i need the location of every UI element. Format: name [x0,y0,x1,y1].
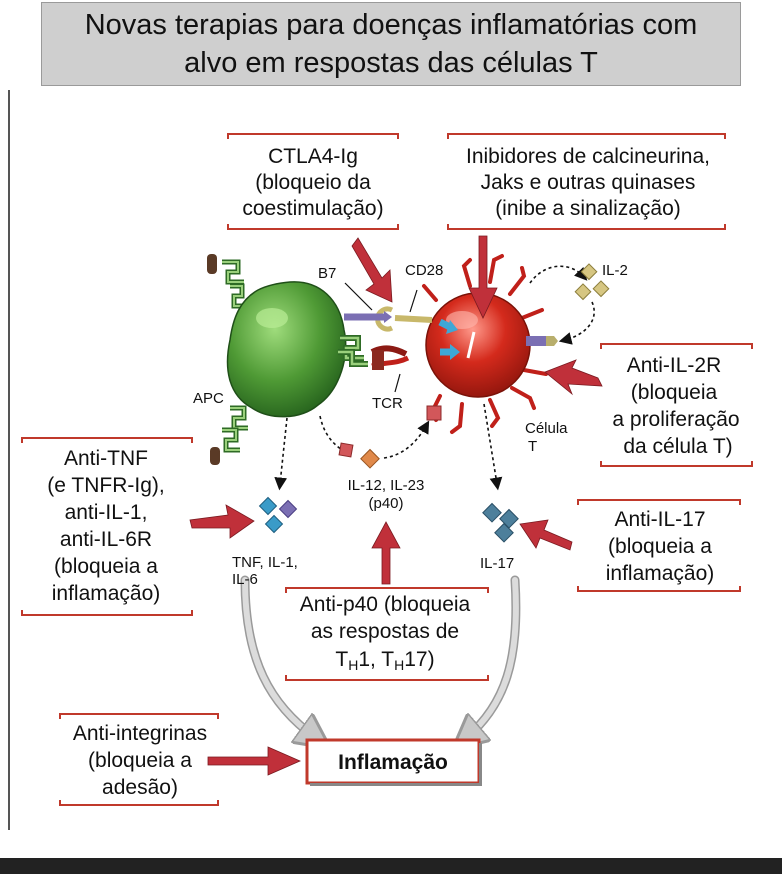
apc-receptor-top [207,254,250,309]
cell-t-label-1: Célula [525,420,568,437]
red-arrows [189,235,603,776]
tnf-cytokines [258,496,298,534]
grey-arrows [240,575,521,738]
il12-cytokines [338,405,442,469]
ctla4-line-2: (bloqueio da [255,171,371,194]
t-cell-spikes [422,254,548,434]
anti-tnf-line-6: inflamação) [52,582,161,605]
apc-label: APC [193,390,224,407]
anti-il2r-line-4: da célula T) [623,435,732,458]
ctla4-line-3: coestimulação) [242,197,383,220]
anti-il2r-line-3: a proliferação [612,408,739,431]
anti-integrin-box: Anti-integrinas (bloqueia a adesão) [59,713,219,806]
anti-il2r-arrow [544,359,603,396]
apc-receptor-bottom [210,405,248,465]
t-cell: TCR Célula T [370,254,568,455]
mhc-complex [338,335,368,367]
anti-integrin-line-3: adesão) [102,776,178,799]
bottom-bar [0,858,782,874]
cell-t-label-2: T [528,438,537,455]
title-line-1: Novas terapias para doenças inflamatória… [84,9,698,41]
anti-tnf-line-5: (bloqueia a [54,555,158,578]
il2-label: IL-2 [602,262,628,279]
anti-tnf-line-3: anti-IL-1, [65,501,148,524]
tnf-label-2: IL-6 [232,571,258,588]
anti-tnf-line-4: anti-IL-6R [60,528,152,551]
ctla4-box: CTLA4-Ig (bloqueio da coestimulação) [227,133,399,230]
anti-tnf-line-2: (e TNFR-Ig), [47,474,164,497]
ctla4-arrow [351,237,393,303]
inhibitors-line-2: Jaks e outras quinases [481,171,696,194]
il2-loop: IL-2 [529,262,628,345]
il12-label-1: IL-12, IL-23 [348,477,425,494]
anti-il2r-line-1: Anti-IL-2R [627,354,722,377]
tcr-receptor [370,345,410,370]
anti-il17-line-2: (bloqueia a [608,535,712,558]
anti-il2r-box: Anti-IL-2R (bloqueia a proliferação da c… [600,343,753,467]
left-divider [8,90,10,830]
anti-p40-arrow [371,521,401,585]
anti-il17-line-3: inflamação) [606,562,715,585]
anti-il2r-line-2: (bloqueia [631,381,718,404]
anti-integrin-arrow [207,746,301,776]
anti-il17-arrow [519,519,573,551]
anti-il17-line-1: Anti-IL-17 [614,508,705,531]
apc-body [226,281,347,418]
inhibitors-line-1: Inibidores de calcineurina, [466,145,710,168]
inhibitors-line-3: (inibe a sinalização) [495,197,681,220]
anti-p40-line-1: Anti-p40 (bloqueia [300,593,471,616]
tcr-label: TCR [372,395,403,412]
title-box: Novas terapias para doenças inflamatória… [41,2,741,86]
inflammation-label: Inflamação [338,751,448,774]
title-line-2: alvo em respostas das células T [184,47,598,79]
inhibitor-arrow [468,235,498,319]
anti-tnf-arrow [189,504,255,539]
inhibitors-box: Inibidores de calcineurina, Jaks e outra… [447,133,726,230]
tnf-label-1: TNF, IL-1, [232,554,298,571]
anti-p40-line-3: TH1, TH17) [335,648,434,673]
cytokine-arrows [274,403,503,491]
il17-cytokines [482,502,519,543]
il12-label-2: (p40) [368,495,403,512]
anti-integrin-line-2: (bloqueia a [88,749,192,772]
anti-tnf-line-1: Anti-TNF [64,447,148,470]
b7-label: B7 [318,265,336,282]
ctla4-line-1: CTLA4-Ig [268,145,358,168]
anti-integrin-line-1: Anti-integrinas [73,722,207,745]
b7-ligand: B7 [318,265,392,323]
anti-p40-line-2: as respostas de [311,620,459,643]
il17-label: IL-17 [480,555,514,572]
anti-tnf-box: Anti-TNF (e TNFR-Ig), anti-IL-1, anti-IL… [21,437,193,616]
inflammation-box: Inflamação [305,738,482,786]
anti-p40-box: Anti-p40 (bloqueia as respostas de TH1, … [285,587,489,681]
il2r-receptor [526,336,546,346]
t-cell-body [425,292,531,398]
cd28-label: CD28 [405,262,443,279]
anti-il17-box: Anti-IL-17 (bloqueia a inflamação) [577,499,741,592]
apc-cell: APC [193,254,368,465]
